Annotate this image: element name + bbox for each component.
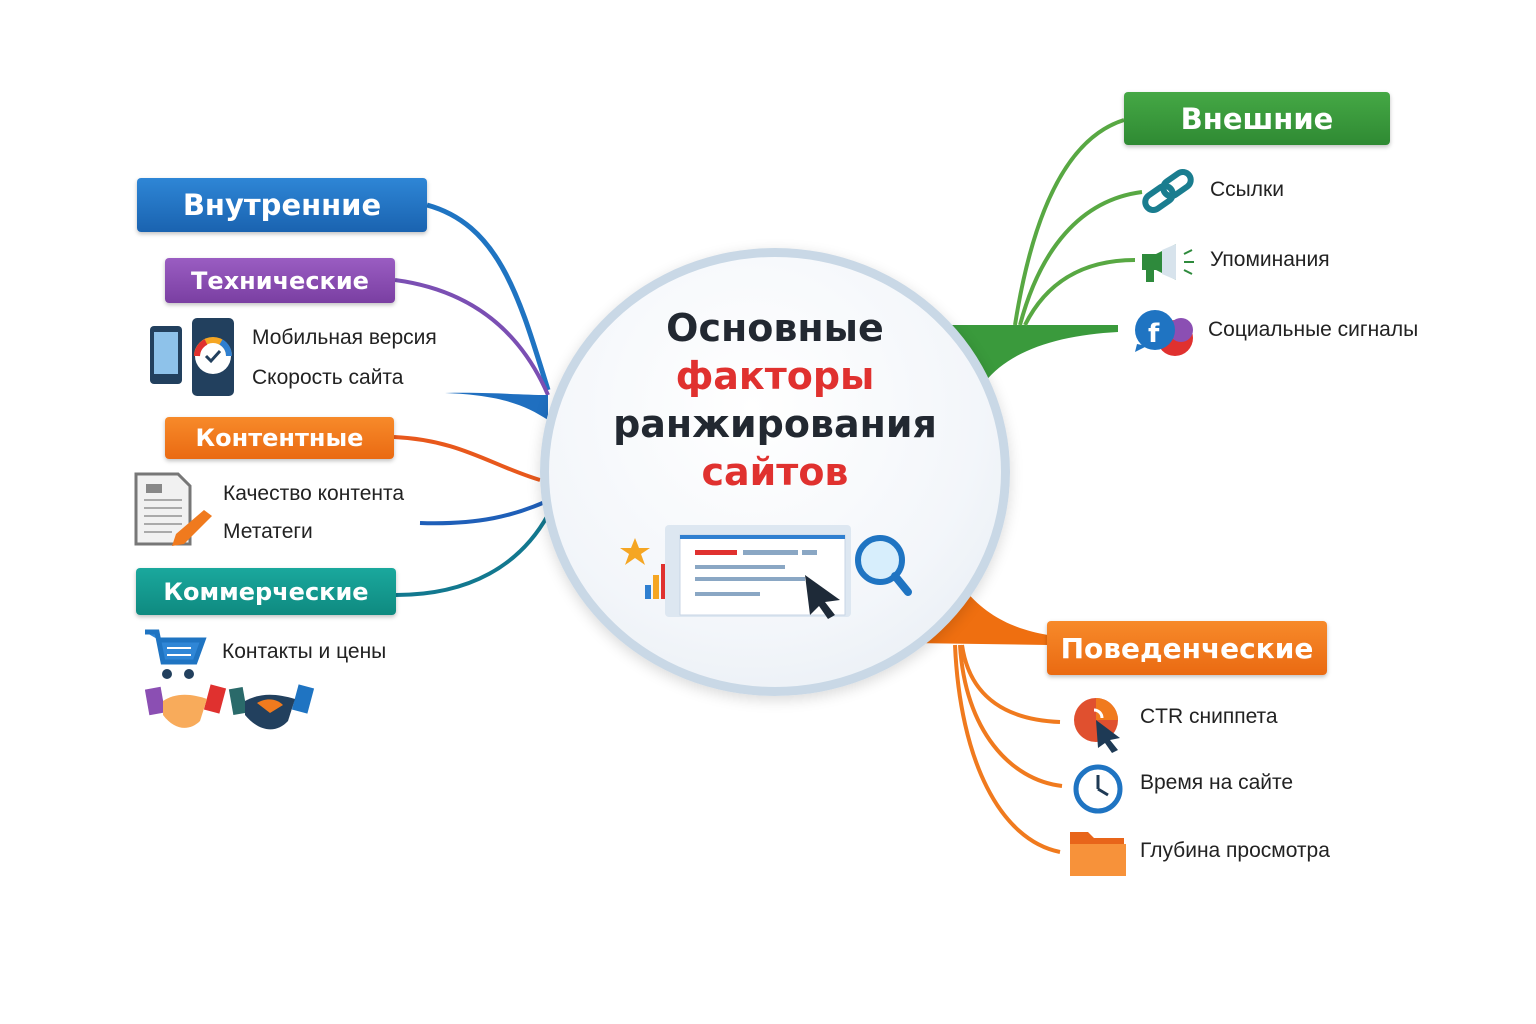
title-line-4: сайтов — [701, 450, 849, 494]
connector-behavioral-base — [910, 590, 1048, 645]
item-mentions: Упоминания — [1210, 248, 1330, 271]
item-metatags: Метатеги — [223, 520, 313, 543]
connector-external — [1013, 118, 1125, 326]
category-external: Внешние — [1124, 92, 1390, 145]
category-content: Контентные — [165, 417, 394, 459]
central-hub — [540, 248, 1010, 696]
folder-icon — [1070, 832, 1126, 876]
item-social-signals: Социальные сигналы — [1208, 318, 1419, 341]
connector-external-base — [950, 325, 1118, 382]
category-behavioral: Поведенческие — [1047, 621, 1327, 675]
central-title: Основные факторы ранжирования сайтов — [540, 304, 1010, 496]
category-commercial: Коммерческие — [136, 568, 396, 615]
title-line-1: Основные — [666, 306, 884, 350]
item-content-quality: Качество контента — [223, 482, 405, 505]
connector-content — [393, 435, 541, 482]
connector-time — [958, 644, 1063, 788]
connector-technical — [394, 278, 550, 396]
connector-ctr — [960, 644, 1061, 724]
megaphone-icon — [1142, 244, 1194, 282]
connector-meta — [419, 500, 546, 526]
connector-depth — [953, 644, 1061, 854]
social-icon: f — [1135, 310, 1193, 356]
connector-commercial — [395, 514, 550, 597]
handshake-icon — [145, 684, 315, 730]
phone-icon — [150, 318, 234, 396]
speed-gauge-icon — [192, 318, 234, 396]
title-line-3: ранжирования — [613, 402, 937, 446]
category-technical: Технические — [165, 258, 395, 303]
title-line-2: факторы — [675, 354, 875, 398]
clock-icon — [1073, 764, 1123, 814]
link-icon — [1142, 168, 1194, 214]
item-contacts-prices: Контакты и цены — [222, 640, 387, 663]
svg-text:f: f — [1148, 319, 1160, 349]
category-internal: Внутренние — [137, 178, 427, 232]
connector-links — [1018, 190, 1143, 326]
ctr-click-icon — [1074, 698, 1120, 753]
item-view-depth: Глубина просмотра — [1140, 839, 1330, 862]
item-mobile-version: Мобильная версия — [252, 326, 437, 349]
item-ctr-snippet: CTR сниппета — [1140, 705, 1278, 728]
magnifier-icon — [855, 535, 912, 596]
item-time-on-site: Время на сайте — [1140, 771, 1294, 794]
connector-mentions — [1023, 258, 1136, 326]
item-site-speed: Скорость сайта — [252, 366, 404, 389]
connector-speed — [445, 392, 548, 420]
item-links: Ссылки — [1210, 178, 1284, 201]
shopping-cart-icon — [145, 629, 207, 679]
star-chart-icon — [620, 538, 667, 599]
connector-internal — [426, 202, 551, 391]
document-edit-icon — [134, 472, 212, 546]
search-results-icon — [620, 525, 912, 619]
